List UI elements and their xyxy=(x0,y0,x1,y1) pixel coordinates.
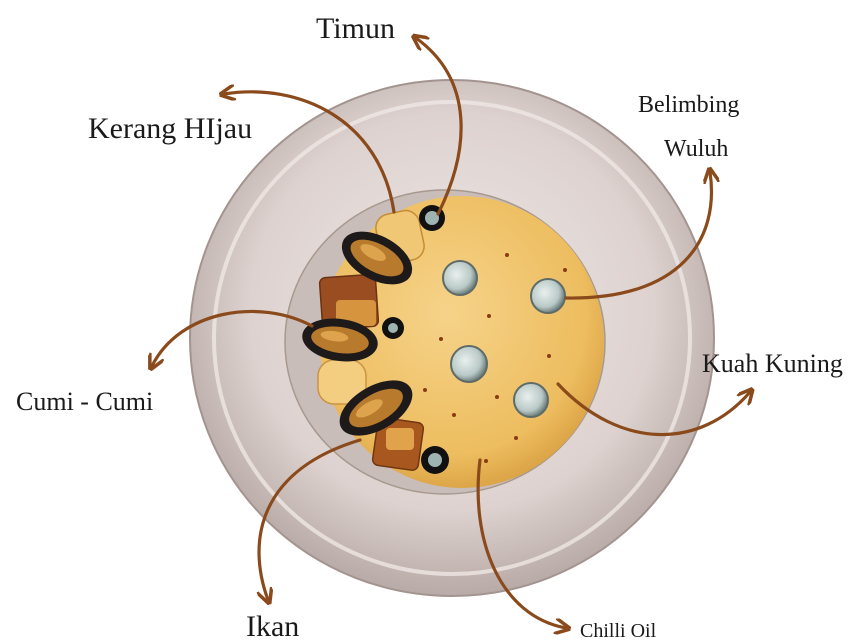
timun-slice-core xyxy=(388,323,398,333)
label-belimbing-line2: Wuluh xyxy=(664,136,728,162)
label-timun: Timun xyxy=(316,12,395,45)
chilli-oil-dot xyxy=(452,413,456,417)
belimbing-slice xyxy=(443,261,477,295)
belimbing-slice xyxy=(514,383,548,417)
fish-piece xyxy=(386,428,414,450)
label-kuah-kuning: Kuah Kuning xyxy=(702,349,843,378)
chilli-oil-dot xyxy=(547,354,551,358)
chilli-oil-dot xyxy=(487,314,491,318)
chilli-oil-dot xyxy=(439,337,443,341)
belimbing-slice xyxy=(451,346,487,382)
label-cumi-cumi: Cumi - Cumi xyxy=(16,387,153,416)
label-chilli-oil: Chilli Oil xyxy=(580,620,657,642)
chilli-oil-dot xyxy=(505,253,509,257)
label-kerang-hijau: Kerang HIjau xyxy=(88,112,252,145)
chilli-oil-dot xyxy=(495,395,499,399)
belimbing-slice xyxy=(531,279,565,313)
chilli-oil-dot xyxy=(423,388,427,392)
timun-slice-core xyxy=(428,453,442,467)
chilli-oil-dot xyxy=(514,436,518,440)
chilli-oil-dot xyxy=(563,268,567,272)
label-ikan: Ikan xyxy=(246,610,299,643)
label-belimbing-line1: Belimbing xyxy=(638,92,739,118)
chilli-oil-dot xyxy=(484,459,488,463)
